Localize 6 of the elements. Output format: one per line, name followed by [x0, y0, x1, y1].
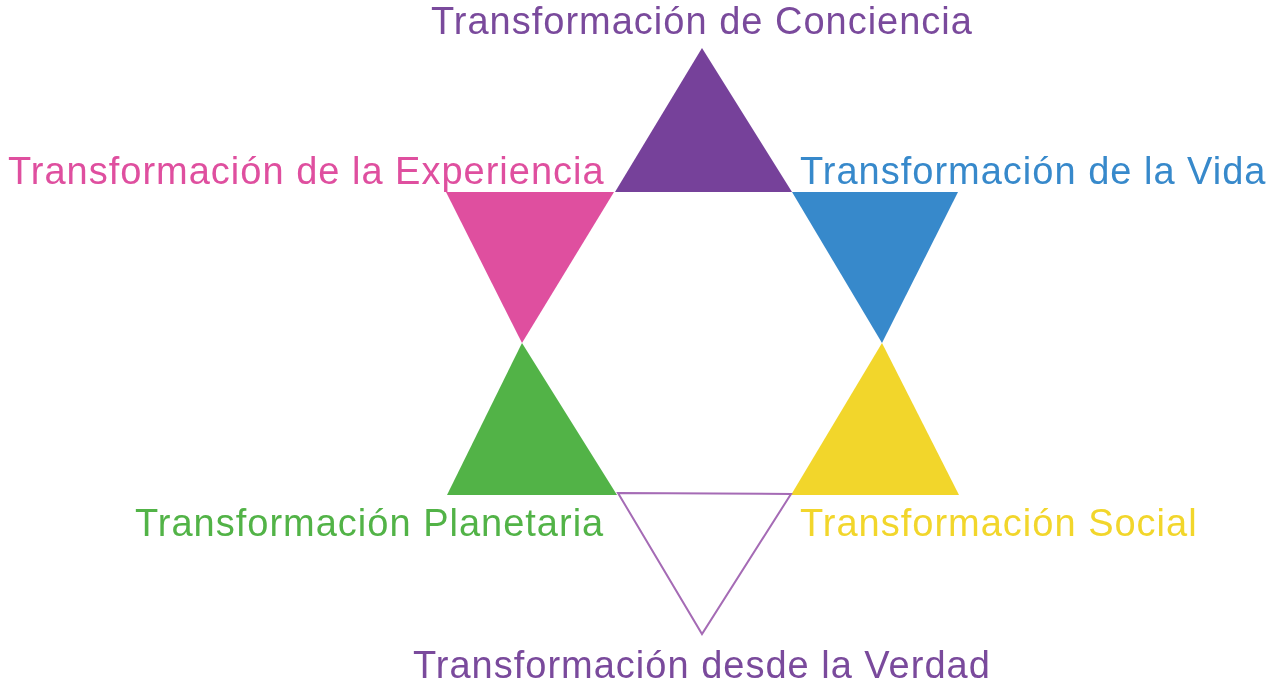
triangle-label: Transformación Social [800, 502, 1198, 544]
triangle-label: Transformación de Conciencia [431, 0, 973, 42]
triangle-label: Transformación Planetaria [135, 502, 605, 544]
triangle-label: Transformación desde la Verdad [413, 644, 991, 686]
triangle-label: Transformación de la Experiencia [8, 150, 605, 192]
triangle-label: Transformación de la Vida [800, 150, 1267, 192]
